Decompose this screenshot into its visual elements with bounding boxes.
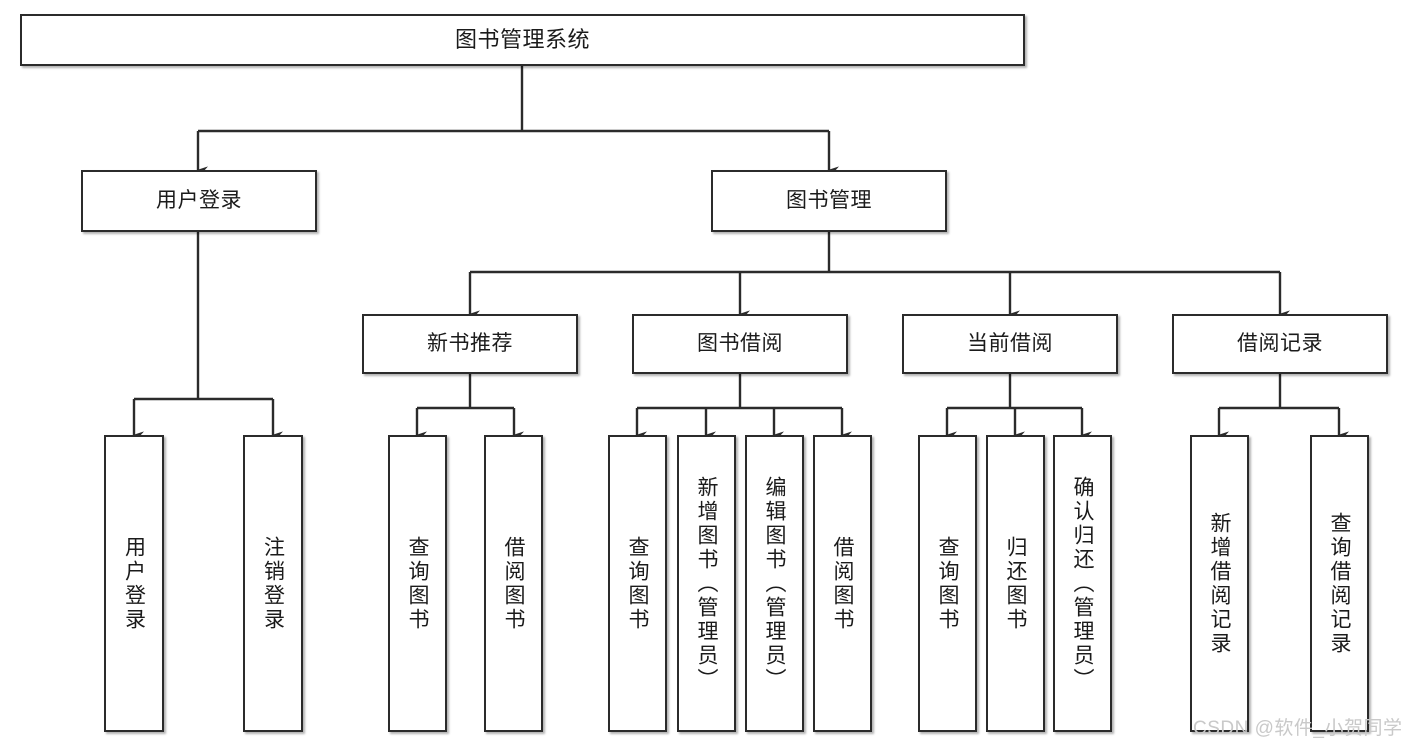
- node-label: 当前借阅: [967, 332, 1053, 356]
- node-label: 查询图书: [406, 535, 429, 632]
- node-label: 图书借阅: [697, 332, 783, 356]
- node-newbook[interactable]: 新书推荐: [362, 314, 578, 374]
- node-borrow[interactable]: 图书借阅: [632, 314, 848, 374]
- node-leaf-2[interactable]: 注销登录: [243, 435, 303, 732]
- node-leaf-3[interactable]: 查询图书: [388, 435, 447, 732]
- node-label: 借阅记录: [1237, 332, 1323, 356]
- node-label: 归还图书: [1004, 535, 1027, 632]
- node-root[interactable]: 图书管理系统: [20, 14, 1025, 66]
- node-label: 借阅图书: [502, 535, 525, 632]
- node-bookmgmt[interactable]: 图书管理: [711, 170, 947, 232]
- node-leaf-8[interactable]: 借阅图书: [813, 435, 872, 732]
- node-leaf-1[interactable]: 用户登录: [104, 435, 164, 732]
- node-leaf-13[interactable]: 查询借阅记录: [1310, 435, 1369, 732]
- node-label: 图书管理: [786, 189, 872, 213]
- node-leaf-6[interactable]: 新增图书（管理员）: [677, 435, 736, 732]
- node-leaf-4[interactable]: 借阅图书: [484, 435, 543, 732]
- node-label: 用户登录: [122, 535, 146, 632]
- node-login[interactable]: 用户登录: [81, 170, 317, 232]
- node-label: 新书推荐: [427, 332, 513, 356]
- node-label: 注销登录: [261, 535, 285, 632]
- node-leaf-10[interactable]: 归还图书: [986, 435, 1045, 732]
- node-label: 查询借阅记录: [1328, 511, 1351, 656]
- node-label: 新增借阅记录: [1208, 511, 1231, 656]
- node-leaf-11[interactable]: 确认归还（管理员）: [1053, 435, 1112, 732]
- node-current[interactable]: 当前借阅: [902, 314, 1118, 374]
- node-label: 新增图书（管理员）: [695, 475, 718, 692]
- node-leaf-12[interactable]: 新增借阅记录: [1190, 435, 1249, 732]
- node-label: 查询图书: [626, 535, 649, 632]
- node-label: 确认归还（管理员）: [1071, 475, 1094, 692]
- node-leaf-5[interactable]: 查询图书: [608, 435, 667, 732]
- node-leaf-7[interactable]: 编辑图书（管理员）: [745, 435, 804, 732]
- node-label: 查询图书: [936, 535, 959, 632]
- connector-group: [132, 66, 1349, 439]
- node-label: 图书管理系统: [454, 26, 590, 52]
- node-label: 借阅图书: [831, 535, 854, 632]
- node-leaf-9[interactable]: 查询图书: [918, 435, 977, 732]
- node-label: 编辑图书（管理员）: [763, 475, 786, 692]
- node-label: 用户登录: [156, 189, 242, 213]
- node-records[interactable]: 借阅记录: [1172, 314, 1388, 374]
